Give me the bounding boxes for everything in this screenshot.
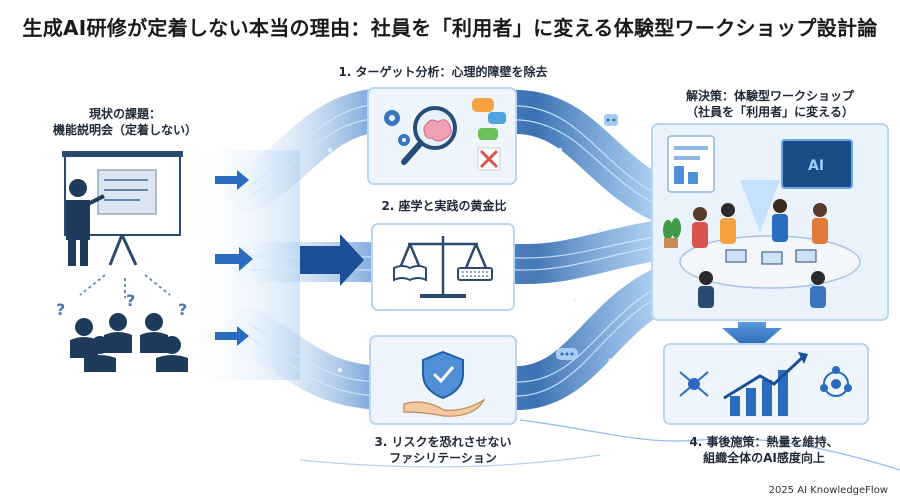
flow-band-middle: [230, 220, 680, 285]
question-mark-3: ?: [178, 300, 187, 319]
panel-balance: [371, 223, 515, 311]
panel-analysis: [367, 87, 517, 185]
question-mark-2: ?: [126, 291, 135, 310]
step-1-label: 1. ターゲット分析：心理的障壁を除去: [338, 65, 548, 79]
panel-facilitation: [369, 335, 517, 425]
current-issue-label: 現状の課題： 機能説明会（定着しない）: [40, 106, 210, 138]
down-arrow: [722, 322, 782, 354]
solution-line1: 解決策：体験型ワークショップ: [685, 89, 854, 103]
panel-growth: [663, 343, 869, 425]
follow-up-line1: 4. 事後施策：熱量を維持、: [689, 435, 839, 449]
step-3-line1: 3. リスクを恐れさせない: [374, 435, 512, 449]
solution-line2: （社員を「利用者」に変える）: [686, 105, 854, 119]
network-icon: [679, 371, 709, 397]
arrow-top: [215, 170, 249, 190]
hub-icon: [820, 366, 852, 397]
scales-icon: [398, 236, 488, 298]
glow-sparkles: [328, 147, 612, 372]
hand-icon: [403, 398, 486, 417]
chat-bubble-icon: [472, 98, 506, 140]
audience-people: [70, 313, 188, 372]
question-marks: ? ? ?: [56, 291, 187, 319]
follow-up-line2: 組織全体のAI感度向上: [703, 451, 825, 465]
step-2-label: 2. 座学と実践の黄金比: [381, 199, 507, 213]
presentation-illustration: [62, 151, 183, 266]
chat-dots-icon: [556, 348, 578, 360]
shield-icon: [422, 350, 464, 400]
gear-icon: [384, 110, 410, 146]
ai-screen-text: AI: [808, 158, 824, 174]
check-icon: [432, 366, 455, 384]
page-title: 生成AI研修が定着しない本当の理由：社員を「利用者」に変える体験型ワークショップ…: [22, 16, 878, 40]
question-mark-1: ?: [56, 300, 65, 319]
solution-label: 解決策：体験型ワークショップ （社員を「利用者」に変える）: [650, 88, 890, 120]
plant-icon: [663, 218, 681, 248]
data-lines: [249, 103, 900, 471]
flow-band-top: [228, 87, 682, 222]
current-issue-line1: 現状の課題：: [88, 107, 161, 121]
robot-icon: [604, 114, 618, 126]
growth-chart-icon: [723, 352, 808, 416]
workshop-people: [692, 199, 828, 308]
panel-solution: AI: [651, 123, 889, 321]
arrow-bottom: [215, 326, 249, 346]
input-arrows: [215, 170, 253, 346]
magnifier-icon: [401, 106, 457, 165]
big-arrow-middle: [300, 234, 364, 286]
follow-up-label: 4. 事後施策：熱量を維持、 組織全体のAI感度向上: [664, 434, 864, 466]
step-3-line2: ファシリテーション: [389, 451, 497, 465]
no-entry-icon: [477, 147, 501, 171]
laptop-icons: [725, 249, 817, 265]
book-icon: [393, 265, 427, 282]
current-issue-line2: 機能説明会（定着しない）: [52, 123, 197, 137]
keyboard-icon: [457, 267, 493, 281]
footer-credit: 2025 AI KnowledgeFlow: [768, 485, 888, 496]
flow-band-bottom: [228, 268, 682, 410]
step-3-label: 3. リスクを恐れさせない ファシリテーション: [350, 434, 536, 466]
arrow-middle: [215, 247, 253, 271]
audience-arrows: [79, 274, 171, 298]
